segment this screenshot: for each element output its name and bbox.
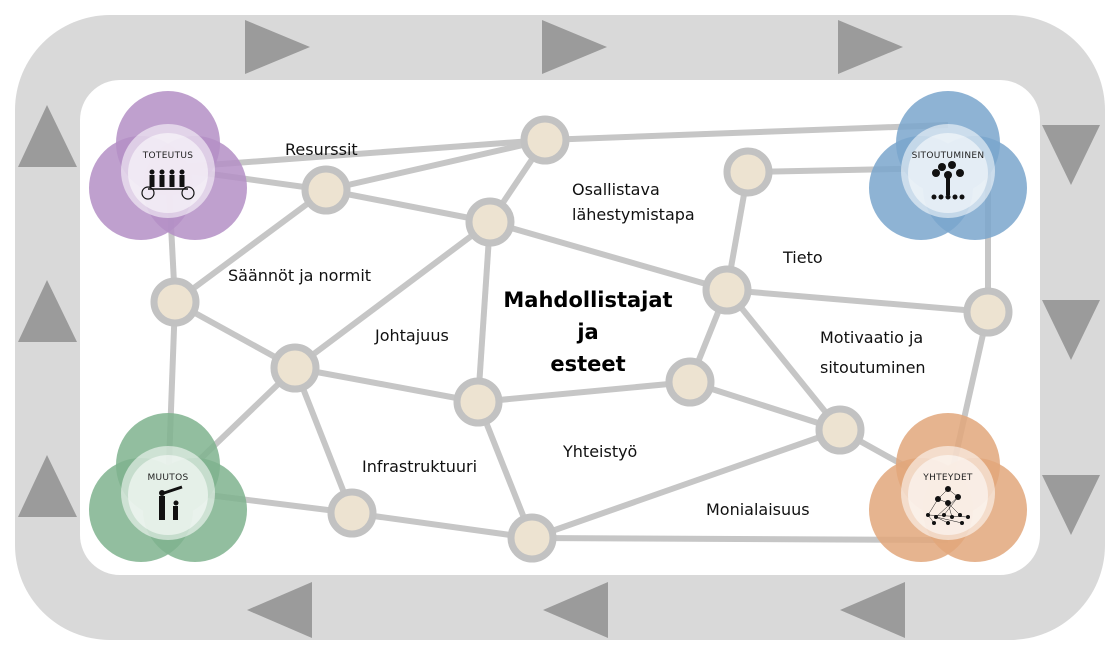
hub-muutos: MUUTOS (89, 413, 247, 562)
arrow-left-icon (247, 582, 312, 638)
network-node (465, 197, 515, 247)
network-node (301, 165, 351, 215)
network-node (702, 265, 752, 315)
arrow-up-icon (18, 455, 77, 517)
edge-n2-n3 (325, 187, 491, 225)
label-infrastruktuuri: Infrastruktuuri (362, 457, 477, 476)
network-node (665, 357, 715, 407)
edge-n3-n9 (475, 221, 493, 403)
hub-label-toteutus: TOTEUTUS (142, 151, 194, 161)
label-sitoutuminen: sitoutuminen (820, 358, 926, 377)
label-tieto: Tieto (782, 248, 823, 267)
center-title-line1: Mahdollistajat (503, 288, 672, 312)
label-motivaatio: Motivaatio ja (820, 328, 923, 347)
arrow-right-icon (838, 20, 903, 74)
network-node (270, 343, 320, 393)
hub-toteutus: TOTEUTUS (89, 91, 247, 240)
arrow-right-icon (542, 20, 607, 74)
hub-label-muutos: MUUTOS (147, 473, 188, 483)
network-node (453, 377, 503, 427)
label-yhteistyo: Yhteistyö (562, 442, 637, 461)
telescope-people-icon (159, 485, 183, 520)
edge-n8-n9 (294, 365, 479, 405)
tandem-bicycle-icon (141, 169, 195, 200)
edge-n6-n7 (726, 287, 989, 315)
arrow-down-icon (1042, 475, 1100, 535)
label-saannot: Säännöt ja normit (228, 266, 371, 285)
network-node (723, 147, 773, 197)
hub-label-sitoutuminen: SITOUTUMINEN (912, 151, 985, 161)
arrow-up-icon (18, 105, 77, 167)
network-node (150, 277, 200, 327)
edge-n10-n11 (689, 379, 841, 433)
network-node (507, 513, 557, 563)
edge-n2-n1 (325, 137, 546, 193)
label-johtajuus: Johtajuus (374, 326, 449, 345)
hub-sitoutuminen: SITOUTUMINEN (869, 91, 1027, 240)
network-nodes (150, 115, 1013, 563)
edge-n6-n11 (724, 288, 843, 432)
network-node (520, 115, 570, 165)
center-title-line3: esteet (550, 352, 625, 376)
edge-n8-n12 (292, 366, 355, 515)
arrow-up-icon (18, 280, 77, 342)
label-osallistava: Osallistava (572, 180, 660, 199)
label-resurssit: Resurssit (285, 140, 358, 159)
hub-label-yhteydet: YHTEYDET (922, 473, 973, 483)
network-icon (926, 486, 970, 525)
arrow-down-icon (1042, 125, 1100, 185)
hub-yhteydet: YHTEYDET (869, 413, 1027, 562)
edge-n13-n11 (531, 427, 841, 541)
network-node (963, 287, 1013, 337)
edge-n1-H2 (544, 122, 949, 143)
tree-icon (931, 161, 965, 200)
loop-arrows (18, 20, 1100, 638)
arrow-left-icon (840, 582, 905, 638)
edge-n2-n5 (173, 187, 328, 305)
edge-n9-n10 (477, 379, 691, 405)
network-node (327, 488, 377, 538)
arrow-right-icon (245, 20, 310, 74)
edge-n3-n8 (293, 219, 492, 371)
label-lahestymistapa: lähestymistapa (572, 205, 695, 224)
network-edges (165, 122, 991, 543)
arrow-left-icon (543, 582, 608, 638)
center-title-line2: ja (576, 320, 598, 344)
network-node (815, 405, 865, 455)
label-monialaisuus: Monialaisuus (706, 500, 810, 519)
edge-n12-n13 (351, 510, 533, 541)
arrow-down-icon (1042, 300, 1100, 360)
edge-n3-n6 (489, 219, 728, 293)
